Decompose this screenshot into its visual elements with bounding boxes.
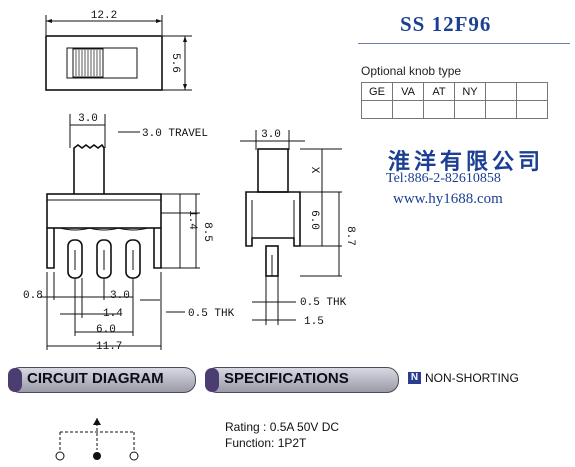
non-shorting-label: NON-SHORTING [425,371,519,385]
knob-type-cell [485,82,517,101]
model-number: SS 12F96 [400,12,492,36]
model-underline [358,43,570,44]
knob-type-cell: VA [392,82,424,101]
knob-type-table: GE VA AT NY [361,82,548,119]
knob-blank-cell [485,100,517,119]
dim-pin-30: 3.0 [110,290,130,302]
terminal-common [93,452,101,460]
non-shorting-icon: N [408,372,421,384]
dim-total-117: 11.7 [96,341,122,353]
knob-blank-cell [392,100,424,119]
dim-knob-width: 3.0 [78,113,98,125]
circuit-diagram-heading: CIRCUIT DIAGRAM [8,367,196,393]
dim-side-87: 8.7 [344,226,356,246]
dim-height-85: 8.5 [201,222,213,242]
knob-blank-cell [361,100,393,119]
top-view: 12.2 5.6 [45,10,192,91]
dim-top-width: 12.2 [91,10,117,22]
knob-blank-cell [454,100,486,119]
dim-pin-08: 0.8 [23,290,43,302]
front-view: 3.0 3.0 TRAVEL 1.4 8.5 0.8 3.0 [23,113,235,353]
knob-type-cell: NY [454,82,486,101]
dim-height-14: 1.4 [186,210,198,230]
knob-blank-cell [516,100,548,119]
dim-thk-side: 0.5 THK [300,297,347,309]
company-name: 淮洋有限公司 [388,149,545,175]
dim-pin-60: 6.0 [96,324,116,336]
spec-rating: Rating : 0.5A 50V DC [225,420,340,434]
knob-table-title: Optional knob type [361,64,462,78]
side-view: 3.0 X 6.0 8.7 0.5 THK 1.5 [240,129,356,328]
dim-side-knob: 3.0 [261,129,281,141]
spec-function: Function: 1P2T [225,436,307,450]
specifications-heading: SPECIFICATIONS [205,367,399,393]
knob-type-cell: AT [423,82,455,101]
dim-side-15: 1.5 [304,316,324,328]
company-website[interactable]: www.hy1688.com [393,191,503,207]
dim-side-60: 6.0 [308,210,320,230]
knob-type-cell [516,82,548,101]
circuit-schematic [55,418,139,461]
company-tel: Tel:886-2-82610858 [386,171,501,186]
dim-travel: 3.0 TRAVEL [142,128,208,140]
dim-top-height: 5.6 [169,53,181,73]
terminal-right [129,451,139,461]
knob-type-cell: GE [361,82,393,101]
dim-pin-14: 1.4 [103,308,123,320]
dim-thk-front: 0.5 THK [188,308,235,320]
terminal-left [55,451,65,461]
dim-side-x: X [308,167,320,174]
knob-blank-cell [423,100,455,119]
